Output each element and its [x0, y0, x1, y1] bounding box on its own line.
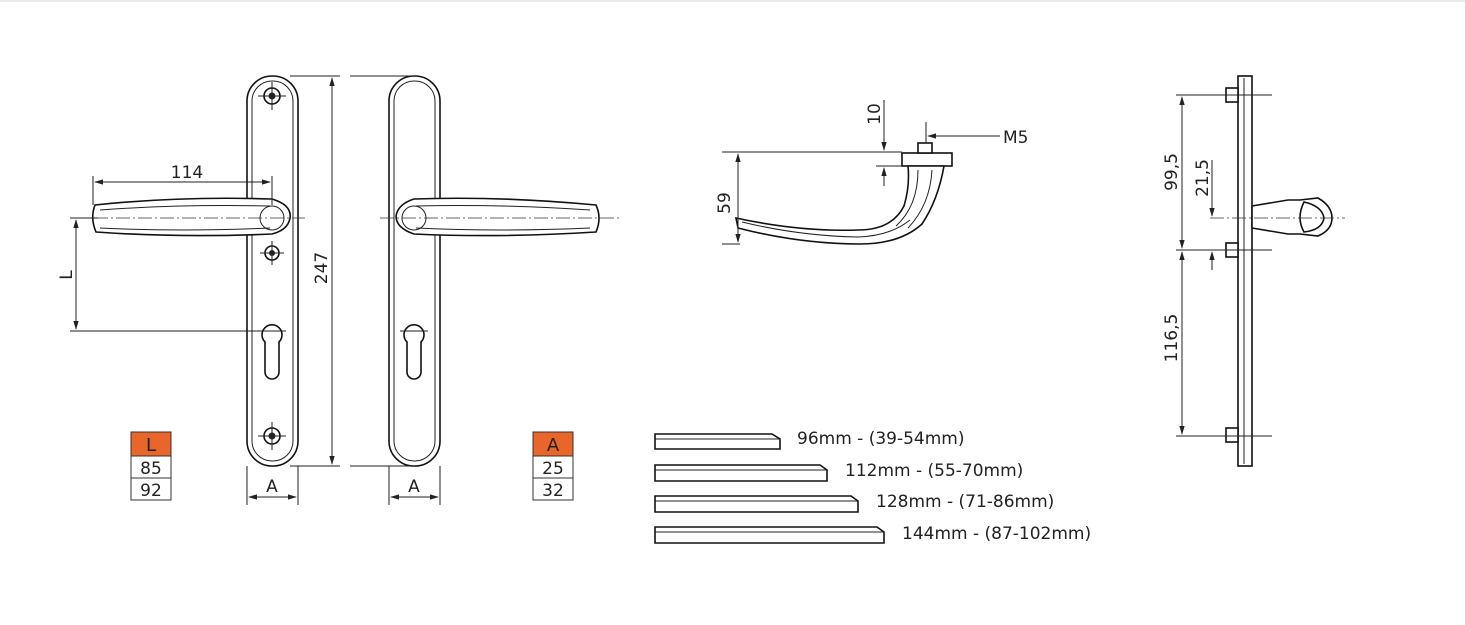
profile-lever-icon: [1251, 197, 1333, 237]
spindle-list: 96mm - (39-54mm) 112mm - (55-70mm) 128mm…: [654, 429, 1091, 544]
front-backplate: [246, 75, 299, 467]
table-L-row: 85: [140, 459, 162, 479]
table-A: A 25 32: [532, 431, 574, 501]
keyhole-icon: [261, 324, 283, 380]
spindle-label: 144mm - (87-102mm): [902, 524, 1091, 544]
dim-L: L: [57, 270, 77, 280]
dim-width-back: A: [408, 477, 420, 497]
spindle-item: 96mm - (39-54mm): [654, 429, 964, 450]
m5-grub-screw: [917, 142, 933, 154]
rose-base: [901, 152, 953, 167]
table-A-row: 25: [542, 459, 564, 479]
table-L-header: L: [146, 435, 156, 456]
thread-label: M5: [1003, 128, 1028, 148]
spindle-label: 128mm - (71-86mm): [876, 492, 1054, 512]
keyhole-icon: [403, 324, 425, 380]
table-L-row: 92: [140, 481, 162, 501]
back-backplate: [388, 75, 441, 467]
top-divider: [0, 0, 1465, 2]
screw-icon: [260, 241, 284, 265]
spindle-item: 112mm - (55-70mm): [654, 461, 1023, 482]
spindle-label: 96mm - (39-54mm): [797, 429, 964, 449]
screw-icon: [258, 82, 286, 110]
dim-handle-length: 114: [171, 163, 203, 183]
dim-21-5: 21,5: [1193, 159, 1213, 197]
profile-view: 99,5 21,5 116,5: [1162, 75, 1345, 467]
spindle-item: 128mm - (71-86mm): [654, 492, 1054, 513]
dim-99-5: 99,5: [1162, 153, 1182, 191]
side-view: 59 10 M5: [715, 100, 1028, 245]
spindle-item: 144mm - (87-102mm): [654, 524, 1091, 544]
spindle-label: 112mm - (55-70mm): [845, 461, 1023, 481]
table-A-row: 32: [542, 481, 564, 501]
table-A-header-cell: [532, 431, 574, 457]
table-L: L 85 92: [130, 431, 172, 501]
screw-icon: [258, 422, 286, 450]
screw-icon: [1225, 427, 1239, 443]
front-view: 114 L 247 A: [57, 75, 340, 505]
profile-plate: [1237, 75, 1253, 467]
dim-total-height: 247: [312, 252, 332, 284]
dim-width-front: A: [266, 477, 278, 497]
back-view: A: [350, 75, 620, 505]
dim-116-5: 116,5: [1162, 314, 1182, 363]
side-lever: [734, 165, 945, 245]
dim-59: 59: [715, 192, 735, 214]
table-A-header: A: [547, 435, 560, 456]
dim-10: 10: [865, 103, 885, 125]
